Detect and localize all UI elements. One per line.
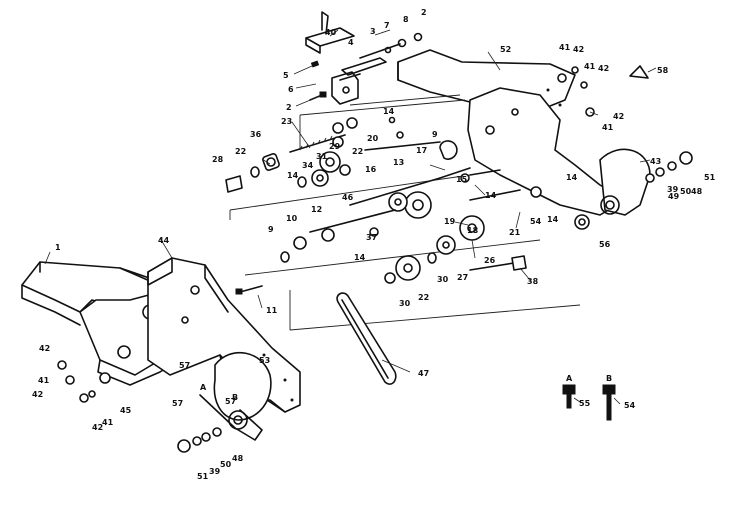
callout-37: 37 bbox=[366, 233, 377, 242]
callout-51-bottom: 51 bbox=[197, 472, 209, 481]
callout-19: 19 bbox=[444, 217, 456, 226]
callout-4: 4 bbox=[348, 38, 354, 47]
callout-15: 15 bbox=[456, 175, 468, 184]
callout-50-right: 50 bbox=[680, 187, 692, 196]
direction-arrow bbox=[629, 65, 657, 79]
callout-40: 40 bbox=[325, 28, 337, 37]
callout-55: 55 bbox=[579, 399, 591, 408]
callout-B-bolt: B bbox=[606, 374, 612, 383]
callout-18: 18 bbox=[467, 226, 479, 235]
callout-1: 1 bbox=[55, 243, 61, 252]
callout-14-b: 14 bbox=[287, 171, 299, 180]
callout-12: 12 bbox=[311, 205, 322, 214]
callout-31: 31 bbox=[316, 152, 328, 161]
callout-42-b: 42 bbox=[598, 64, 609, 73]
lower-left-hardware bbox=[57, 66, 693, 453]
callout-54-a: 54 bbox=[530, 217, 542, 226]
callout-14-f: 14 bbox=[566, 173, 578, 182]
callout-46: 46 bbox=[342, 193, 354, 202]
callout-41-e: 41 bbox=[102, 418, 114, 427]
callout-56: 56 bbox=[599, 240, 611, 249]
callout-14-a: 14 bbox=[383, 107, 395, 116]
leader-lines bbox=[44, 29, 651, 405]
callout-51-right: 51 bbox=[704, 173, 716, 182]
sprockets bbox=[384, 169, 590, 284]
callout-17: 17 bbox=[416, 146, 427, 155]
callout-57-a: 57 bbox=[179, 361, 190, 370]
callout-9-mid: 9 bbox=[268, 225, 274, 234]
callout-48-right: 48 bbox=[691, 187, 703, 196]
inner-plate bbox=[147, 257, 301, 441]
callout-13: 13 bbox=[393, 158, 404, 167]
callout-57-c: 57 bbox=[225, 397, 236, 406]
callout-41-c: 41 bbox=[602, 123, 614, 132]
callout-41-d: 41 bbox=[38, 376, 50, 385]
callout-labels: 1 2 2 3 4 5 6 7 8 9 9 10 11 12 13 14 14 … bbox=[32, 8, 716, 481]
callout-42-d: 42 bbox=[39, 344, 50, 353]
drive-chain bbox=[336, 292, 397, 385]
callout-41-b: 41 bbox=[584, 62, 596, 71]
callout-39-right: 39 bbox=[667, 185, 679, 194]
callout-53: 53 bbox=[259, 356, 270, 365]
callout-5: 5 bbox=[283, 71, 289, 80]
callout-10: 10 bbox=[286, 214, 298, 223]
standalone-bolts bbox=[562, 384, 616, 421]
callout-2-left: 2 bbox=[286, 103, 292, 112]
callout-30-b: 30 bbox=[437, 275, 449, 284]
callout-22-c: 22 bbox=[418, 293, 429, 302]
callout-34: 34 bbox=[302, 161, 314, 170]
callout-22-b: 22 bbox=[352, 147, 363, 156]
callout-20: 20 bbox=[367, 134, 379, 143]
callout-14-e: 14 bbox=[547, 215, 559, 224]
callout-29: 29 bbox=[329, 142, 341, 151]
callout-36: 36 bbox=[250, 130, 262, 139]
callout-A-plate: A bbox=[200, 383, 207, 392]
callout-A-bolt: A bbox=[566, 374, 573, 383]
callout-14-d: 14 bbox=[485, 191, 497, 200]
callout-8: 8 bbox=[403, 15, 409, 24]
callout-21: 21 bbox=[509, 228, 521, 237]
callout-49: 49 bbox=[668, 192, 680, 201]
callout-28: 28 bbox=[212, 155, 224, 164]
callout-43: 43 bbox=[650, 157, 661, 166]
callout-6: 6 bbox=[288, 85, 294, 94]
callout-41-a: 41 bbox=[559, 43, 571, 52]
callout-27: 27 bbox=[457, 273, 468, 282]
callout-3: 3 bbox=[370, 27, 376, 36]
callout-50-bottom: 50 bbox=[220, 460, 232, 469]
callout-54-b: 54 bbox=[624, 401, 636, 410]
callout-11: 11 bbox=[266, 306, 278, 315]
callout-38: 38 bbox=[527, 277, 539, 286]
callout-26: 26 bbox=[484, 256, 496, 265]
callout-B-plate: B bbox=[232, 393, 238, 402]
top-gearbox-parts bbox=[305, 11, 423, 105]
callout-52: 52 bbox=[500, 45, 511, 54]
right-side-plate bbox=[397, 49, 651, 216]
callout-47: 47 bbox=[418, 369, 429, 378]
callout-22-a: 22 bbox=[235, 147, 246, 156]
callout-57-b: 57 bbox=[172, 399, 183, 408]
callout-48-bottom: 48 bbox=[232, 454, 244, 463]
callout-42-e: 42 bbox=[32, 390, 43, 399]
callout-42-c: 42 bbox=[613, 112, 624, 121]
callout-30-a: 30 bbox=[399, 299, 411, 308]
callout-23: 23 bbox=[281, 117, 292, 126]
callout-7: 7 bbox=[384, 21, 390, 30]
upper-shaft-assembly bbox=[225, 116, 458, 193]
callout-14-c: 14 bbox=[354, 253, 366, 262]
callout-39-bottom: 39 bbox=[209, 467, 221, 476]
callout-16: 16 bbox=[365, 165, 377, 174]
callout-58: 58 bbox=[657, 66, 669, 75]
middle-gears bbox=[280, 151, 471, 263]
callout-42-f: 42 bbox=[92, 423, 103, 432]
callout-42-a: 42 bbox=[573, 45, 584, 54]
callout-9-top: 9 bbox=[432, 130, 438, 139]
callout-45: 45 bbox=[120, 406, 132, 415]
callout-44: 44 bbox=[158, 236, 170, 245]
callout-2-top: 2 bbox=[421, 8, 427, 17]
